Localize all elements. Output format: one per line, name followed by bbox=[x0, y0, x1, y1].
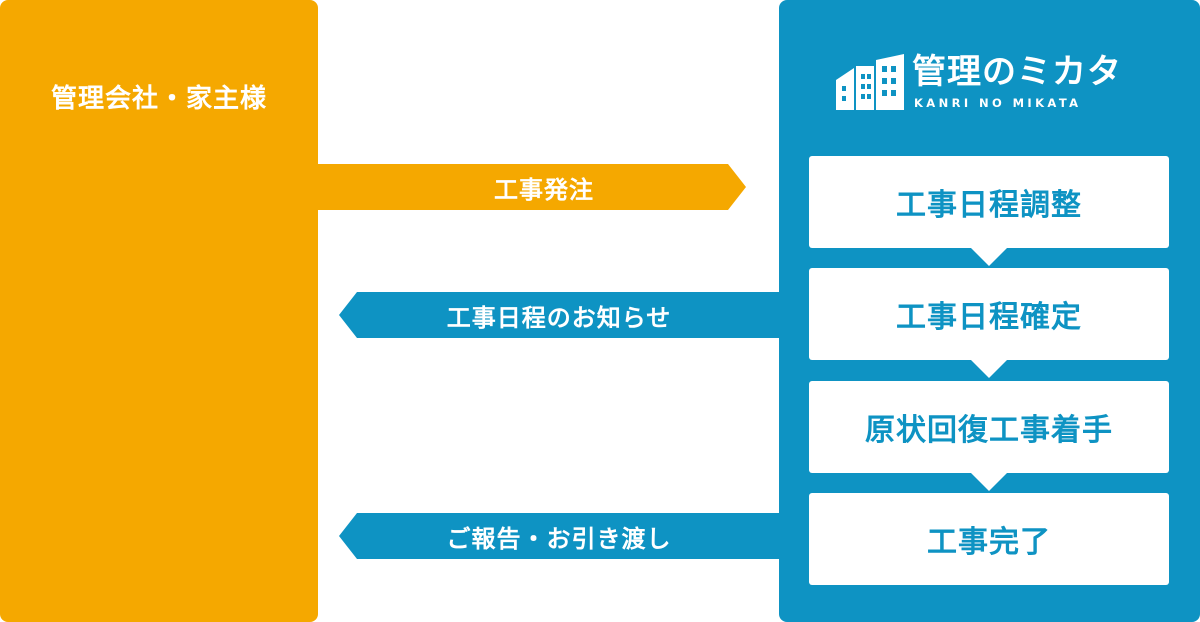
order-arrow: 工事発注 bbox=[318, 164, 746, 210]
report-handover-arrow: ご報告・お引き渡し bbox=[339, 513, 779, 559]
step-complete: 工事完了 bbox=[809, 493, 1169, 585]
logo-wordmark: 管理のミカタ bbox=[912, 52, 1122, 92]
step-label: 工事日程調整 bbox=[896, 188, 1082, 223]
step-label: 原状回復工事着手 bbox=[865, 413, 1113, 448]
schedule-notice-label: 工事日程のお知らせ bbox=[446, 303, 672, 332]
step-label: 工事完了 bbox=[927, 525, 1051, 560]
step-pointer bbox=[971, 360, 1007, 378]
order-arrow-label: 工事発注 bbox=[494, 175, 594, 204]
step-label: 工事日程確定 bbox=[896, 300, 1082, 335]
company-logo: 管理のミカタ KANRI NO MIKATA bbox=[834, 50, 1134, 120]
step-schedule-confirm: 工事日程確定 bbox=[809, 268, 1169, 378]
step-pointer bbox=[971, 248, 1007, 266]
client-panel: 管理会社・家主様 bbox=[0, 0, 318, 622]
logo-romaji: KANRI NO MIKATA bbox=[914, 96, 1082, 110]
step-restoration-start: 原状回復工事着手 bbox=[809, 381, 1169, 491]
report-handover-label: ご報告・お引き渡し bbox=[446, 524, 672, 553]
buildings-icon bbox=[836, 54, 904, 110]
client-title: 管理会社・家主様 bbox=[50, 84, 267, 114]
schedule-notice-arrow: 工事日程のお知らせ bbox=[339, 292, 779, 338]
step-pointer bbox=[971, 473, 1007, 491]
step-schedule-adjust: 工事日程調整 bbox=[809, 156, 1169, 266]
